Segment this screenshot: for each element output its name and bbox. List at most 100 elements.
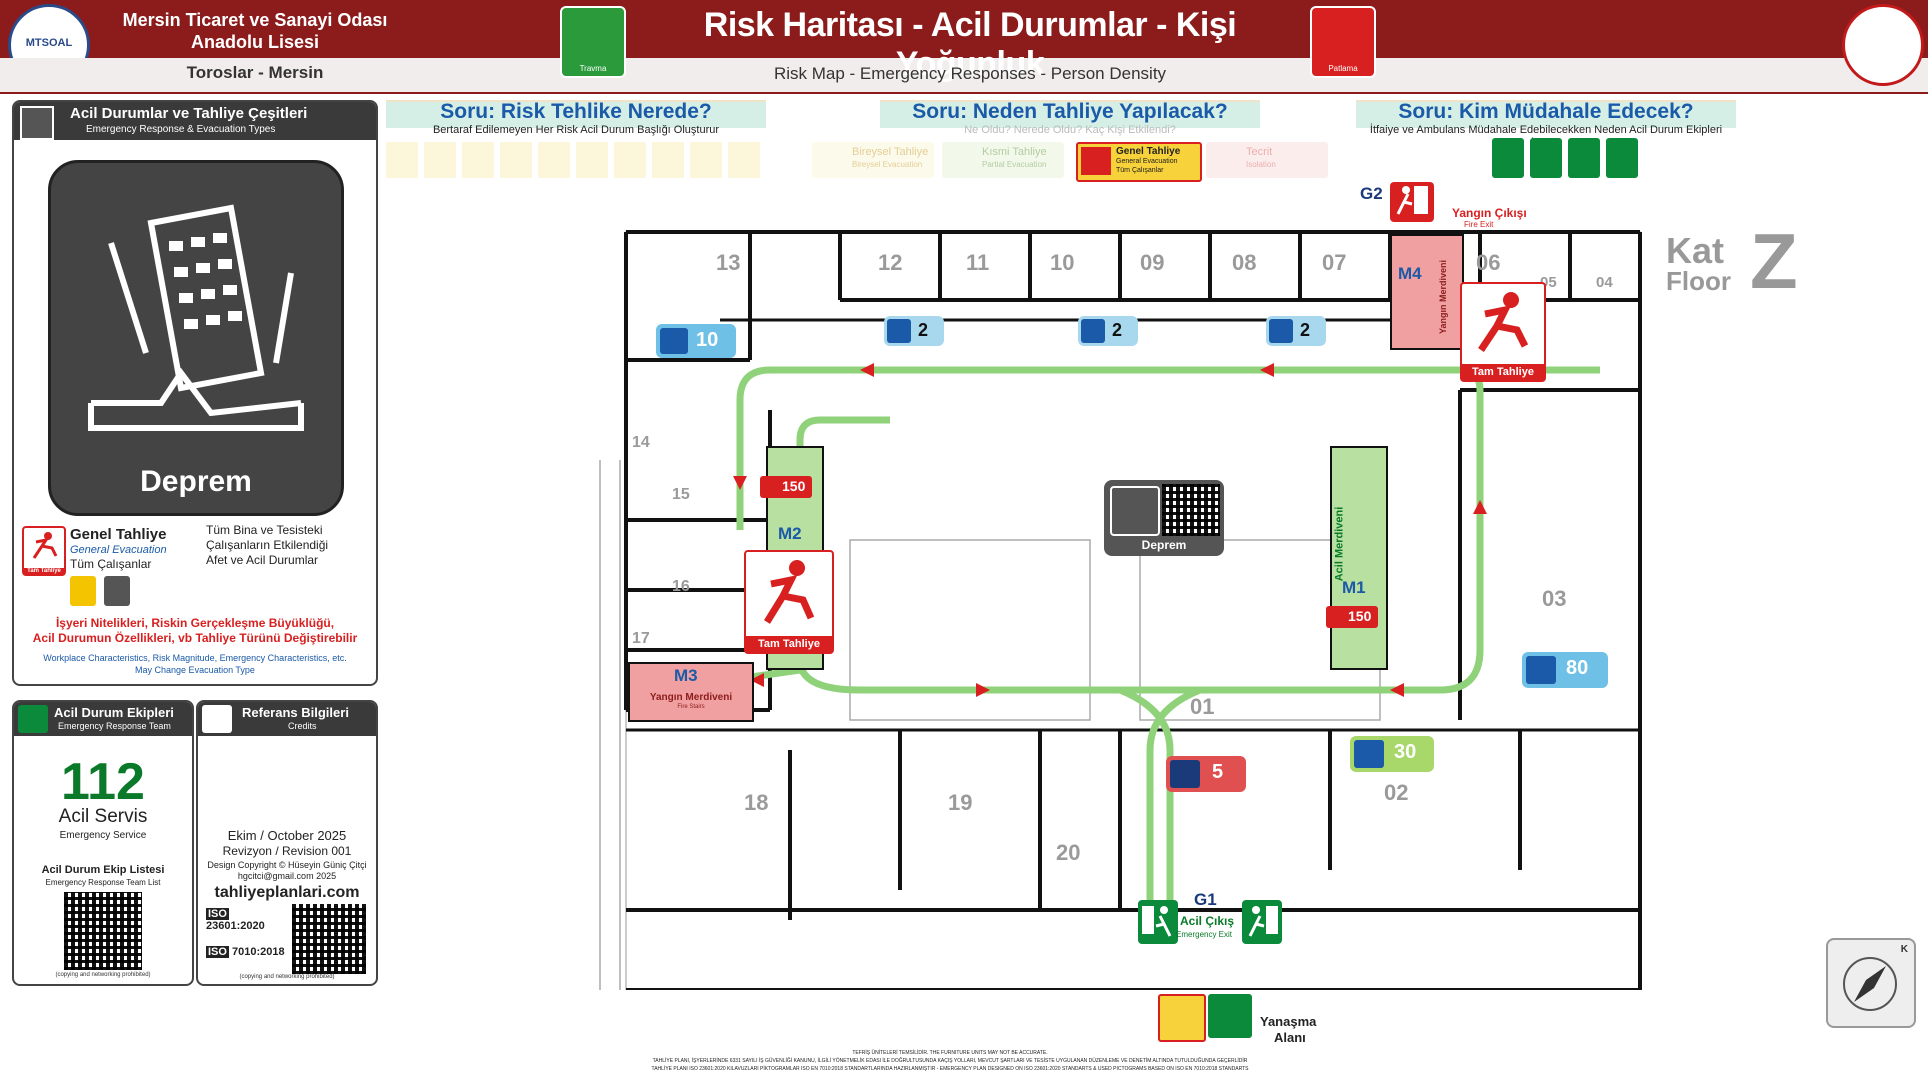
running-man-icon [32, 532, 58, 559]
room-18: 18 [744, 790, 769, 815]
room-10: 10 [1050, 250, 1075, 275]
team-header: Acil Durum Ekipleri Emergency Response T… [14, 702, 192, 736]
stair-m2-label: M2 [778, 524, 802, 543]
team-title: Acil Durum Ekipleri [54, 705, 174, 720]
header-bar: MTSOAL Mersin Ticaret ve Sanayi Odası An… [0, 0, 1928, 94]
evac-types-title: Acil Durumlar ve Tahliye Çeşitleri [70, 105, 308, 122]
ref-header: Referans Bilgileri Credits [198, 702, 376, 736]
occupancy-07-value: 2 [1300, 320, 1311, 340]
room-12: 12 [878, 250, 903, 275]
fire-exit-sign [1390, 182, 1434, 222]
stair-m1-capacity: 150 [1326, 606, 1378, 628]
evac-type-2: Kısmi Tahliye Partial Evacuation [942, 142, 1064, 178]
question-2: Soru: Neden Tahliye Yapılacak? [912, 100, 1228, 123]
evac-types-header: Acil Durumlar ve Tahliye Çeşitleri Emerg… [14, 102, 376, 140]
stair-m2-capacity: 150 [760, 476, 812, 498]
hazard-icons-row [386, 142, 766, 178]
emergency-service: Acil Servis [58, 806, 148, 827]
question-2-sub: Ne Oldu? Nerede Oldu? Kaç Kişi Etkilendi… [964, 124, 1176, 136]
question-bar-3 [1356, 100, 1736, 128]
reference-panel: Referans Bilgileri Credits Ekim / Octobe… [196, 700, 378, 986]
ref-date: Ekim / October 2025 [227, 828, 347, 843]
ref-title: Referans Bilgileri [242, 705, 349, 720]
warning-tr-2: Acil Durumun Özellikleri, vb Tahliye Tür… [32, 631, 358, 645]
evac-type-3-icon [1081, 147, 1111, 175]
occupancy-11: 2 [884, 316, 944, 346]
team-subtitle: Emergency Response Team [58, 721, 171, 731]
question-3: Soru: Kim Müdahale Edecek? [1398, 100, 1694, 123]
iso-badge-1: ISO 23601:2020 [206, 908, 286, 932]
ref-copyright: Design Copyright © Hüseyin Güniç Çitçi [207, 860, 367, 870]
team-list-title: Acil Durum Ekip Listesi [41, 864, 165, 876]
ref-qr-code[interactable] [292, 904, 366, 974]
assembly-line-1: Yanaşma [1260, 1014, 1317, 1029]
question-bar-2 [880, 100, 1260, 128]
page-subtitle: Risk Map - Emergency Responses - Person … [773, 64, 1167, 83]
desk-icon [1269, 319, 1293, 343]
occupancy-09: 2 [1078, 316, 1138, 346]
warning-tr-1: İşyeri Nitelikleri, Riskin Gerçekleşme B… [55, 616, 335, 630]
fire-exit-icon [1396, 186, 1428, 215]
evac-scope: Tüm Çalışanlar [70, 557, 152, 571]
evac-type-1: Bireysel Tahliye Bireysel Evacuation [812, 142, 934, 178]
people-icon [660, 328, 688, 354]
footer-line-2: TAHLİYE PLANI, İŞYERLERİNDE 6331 SAYILI … [652, 1058, 1248, 1064]
emergency-exit-label-en: Emergency Exit [1176, 930, 1233, 939]
evac-types-panel: Acil Durumlar ve Tahliye Çeşitleri Emerg… [12, 100, 378, 686]
occupancy-11-value: 2 [918, 320, 929, 340]
evac-desc-2: Çalışanların Etkilendiği [206, 538, 329, 552]
compass-rose-icon [1843, 957, 1897, 1011]
plan-icon [20, 106, 54, 140]
stair-m3-label: M3 [674, 666, 698, 685]
fire-icon-small [70, 576, 96, 606]
full-evac-small-label: Tam Tahliye [24, 568, 64, 574]
emergency-service-en: Emergency Service [59, 830, 147, 841]
team-qr-code[interactable] [64, 892, 142, 970]
trauma-label: Travma [579, 64, 607, 73]
ref-site[interactable]: tahliyeplanlari.com [214, 884, 360, 901]
ref-subtitle: Credits [288, 721, 317, 731]
emergency-phone: 112 [61, 753, 145, 811]
full-evac-left-label: Tam Tahliye [746, 636, 832, 652]
footer-line-3: TAHLİYE PLANI ISO 23601:2020 KILAVUZLARI… [651, 1066, 1249, 1072]
responder-icon-4 [1606, 138, 1638, 178]
evac-en: General Evacuation [70, 544, 167, 556]
cafe-icon [1354, 740, 1384, 768]
center-qr-code[interactable] [1162, 484, 1220, 536]
occupancy-01-value: 5 [1212, 761, 1224, 783]
room-11: 11 [966, 250, 990, 275]
evac-type-2-sub: Partial Evacuation [982, 160, 1047, 169]
room-04: 04 [1596, 274, 1613, 291]
room-01: 01 [1190, 694, 1215, 719]
warning-en-1: Workplace Characteristics, Risk Magnitud… [43, 653, 347, 663]
running-man-icon [1478, 292, 1529, 352]
compass: K [1826, 938, 1916, 1028]
occupancy-13-value: 10 [696, 329, 719, 351]
evac-type-4: Tecrit Isolation [1206, 142, 1328, 178]
responder-icon-1 [1492, 138, 1524, 178]
center-hazard-label: Deprem [1141, 538, 1187, 552]
room-17: 17 [632, 630, 650, 647]
fire-exit-label-en: Fire Exit [1464, 220, 1494, 229]
occupancy-01: 5 [1166, 756, 1246, 792]
iso-badge-2: ISO 7010:2018 [206, 946, 286, 958]
handshake-icon [1170, 760, 1200, 788]
warning-en-2: May Change Evacuation Type [135, 665, 255, 675]
ambulance-icon [1208, 994, 1252, 1038]
evac-type-1-sub: Bireysel Evacuation [852, 160, 923, 169]
trauma-icon: Travma [560, 6, 626, 78]
iso-number-1: 23601:2020 [206, 920, 265, 932]
question-bar-1 [386, 100, 766, 128]
evac-type-3: Genel Tahliye General Evacuation Tüm Çal… [1076, 142, 1202, 182]
room-03: 03 [1542, 586, 1567, 611]
occupancy-03: 80 [1522, 652, 1608, 688]
team-panel: Acil Durum Ekipleri Emergency Response T… [12, 700, 194, 986]
evac-type-3-sub: General Evacuation [1116, 158, 1178, 165]
emergency-exit-sign-right [1242, 900, 1282, 944]
explosion-label: Patlama [1328, 64, 1358, 73]
floor-kat: Kat [1666, 230, 1725, 271]
exit-g2-label: G2 [1360, 184, 1383, 203]
page-title: Risk Haritası - Acil Durumlar - Kişi Yoğ… [703, 6, 1237, 83]
responder-icons-row [1408, 138, 1678, 180]
responder-icon-2 [1530, 138, 1562, 178]
